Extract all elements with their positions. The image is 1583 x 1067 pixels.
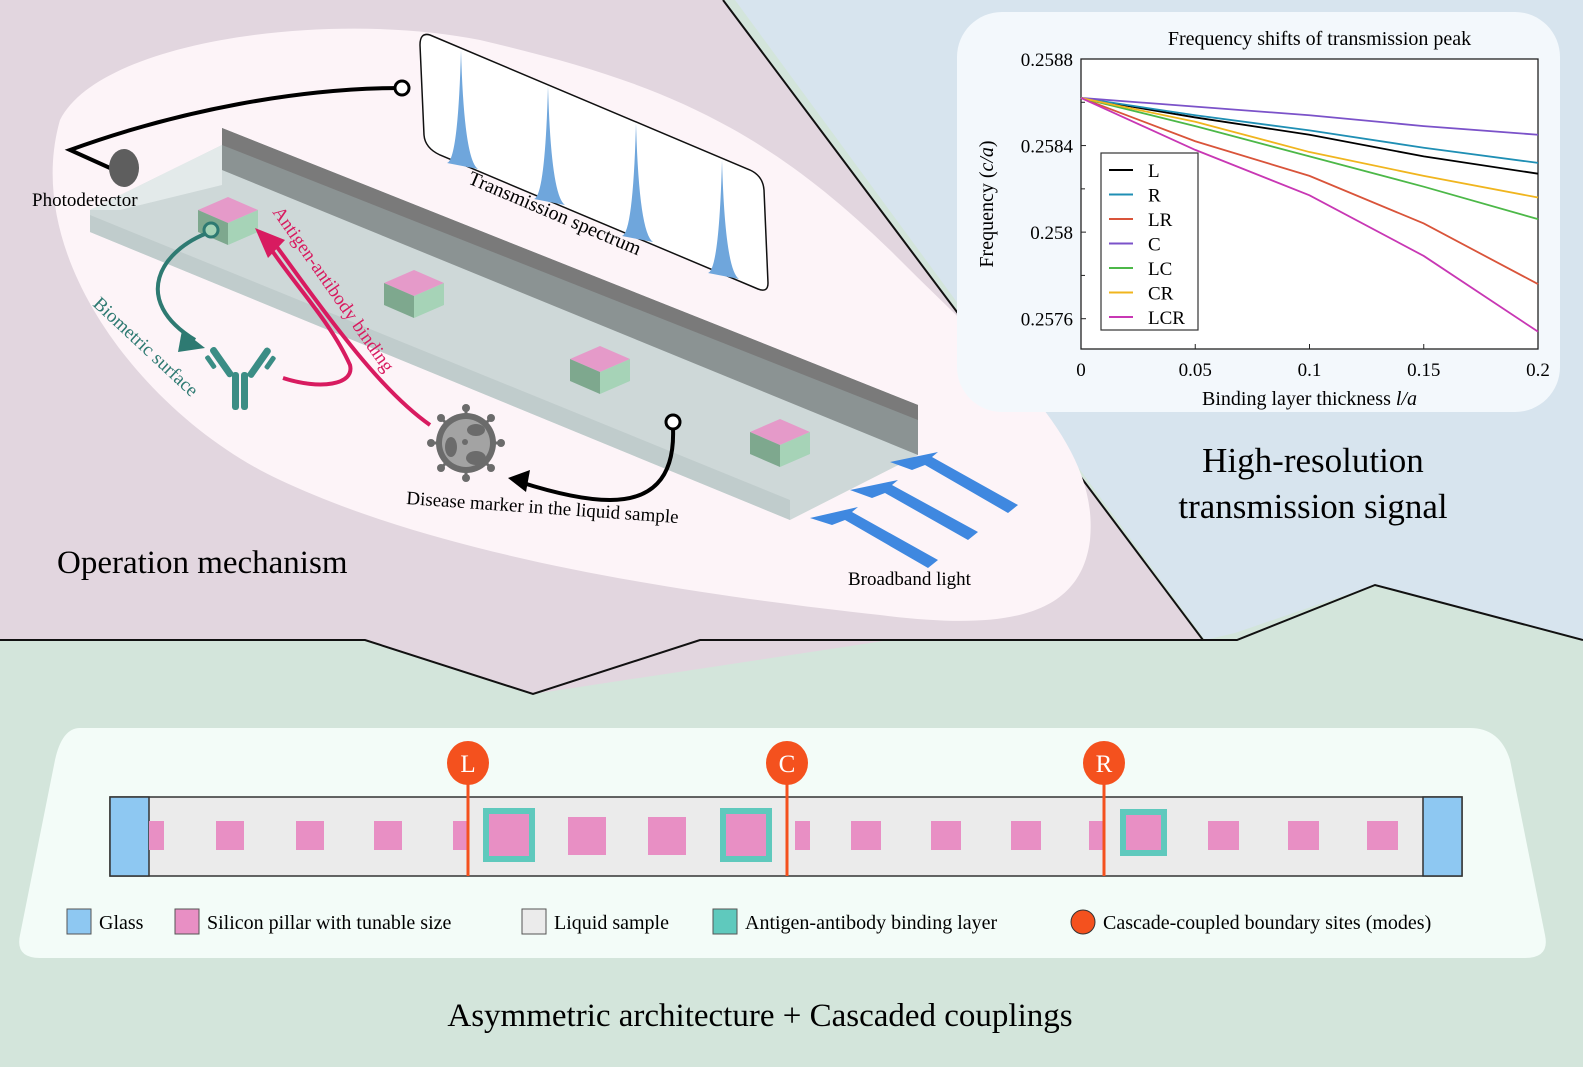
series-line-R bbox=[1080, 97, 1539, 164]
legend-swatch bbox=[712, 908, 738, 935]
silicon-pillar bbox=[216, 821, 244, 850]
series-line-LC bbox=[1080, 97, 1539, 221]
spectrum-peak bbox=[708, 160, 739, 279]
legend-label-CR: CR bbox=[1148, 284, 1174, 305]
y-tick-label: 0.2584 bbox=[1021, 137, 1074, 158]
y-tick-label: 0.258 bbox=[1030, 223, 1073, 244]
pillar-cube bbox=[570, 346, 630, 394]
silicon-pillar bbox=[726, 814, 766, 856]
legend-label-R: R bbox=[1148, 186, 1161, 207]
binding-arrow bbox=[270, 238, 432, 427]
series-line-C bbox=[1080, 97, 1539, 136]
legend-label-LCR: LCR bbox=[1148, 308, 1185, 329]
silicon-pillar bbox=[931, 821, 961, 850]
site-marker-C bbox=[766, 741, 808, 785]
signal-panel-title-line1: High-resolution bbox=[1202, 441, 1424, 480]
silicon-pillar bbox=[648, 817, 686, 855]
pillar-cube bbox=[750, 419, 810, 467]
site-marker-L bbox=[447, 741, 489, 785]
silicon-pillar bbox=[1208, 821, 1239, 850]
broadband-light-icon bbox=[810, 452, 1018, 568]
y-axis-label: Frequency (c/a) bbox=[976, 140, 998, 267]
architecture-legend: Glass Silicon pillar with tunable size Liq… bbox=[66, 908, 1431, 935]
site-label-R: R bbox=[1096, 751, 1113, 778]
spectrum-peak bbox=[447, 50, 478, 169]
silicon-pillar bbox=[453, 821, 468, 850]
legend-label-LR: LR bbox=[1148, 210, 1173, 231]
legend-label-LC: LC bbox=[1148, 259, 1172, 280]
silicon-pillar bbox=[1367, 821, 1398, 850]
photodetector-icon bbox=[109, 149, 139, 187]
x-tick-label: 0 bbox=[1076, 360, 1086, 381]
x-axis-label: Binding layer thickness l/a bbox=[1202, 388, 1417, 410]
silicon-pillar bbox=[489, 814, 529, 856]
architecture-panel-title: Asymmetric architecture + Cascaded coupl… bbox=[447, 998, 1072, 1034]
spectrum-peak bbox=[622, 123, 653, 242]
spectrum-peak bbox=[534, 86, 565, 205]
silicon-pillar bbox=[149, 821, 164, 850]
legend-swatch bbox=[521, 908, 547, 935]
x-tick-label: 0.15 bbox=[1407, 360, 1440, 381]
binding-path bbox=[263, 238, 353, 387]
glass-left bbox=[109, 796, 150, 877]
glass-right bbox=[1422, 796, 1463, 877]
silicon-pillar bbox=[1089, 821, 1104, 850]
chart-title: Frequency shifts of transmission peak bbox=[1168, 28, 1471, 50]
silicon-pillar bbox=[1288, 821, 1319, 850]
y-tick-label: 0.2576 bbox=[1021, 310, 1073, 331]
silicon-pillar bbox=[1011, 821, 1041, 850]
biometric-arrowhead-icon bbox=[178, 330, 205, 352]
silicon-pillar bbox=[568, 817, 606, 855]
silicon-pillar bbox=[851, 821, 881, 850]
series-line-LR bbox=[1080, 97, 1539, 285]
legend-label-C: C bbox=[1148, 235, 1161, 256]
signal-panel-title-line2: transmission signal bbox=[1178, 487, 1448, 526]
chart-legend bbox=[1100, 152, 1199, 331]
x-tick-label: 0.2 bbox=[1526, 360, 1550, 381]
wire-terminal-icon bbox=[393, 79, 411, 97]
operation-panel-border bbox=[0, 0, 1205, 696]
x-tick-label: 0.1 bbox=[1298, 360, 1322, 381]
broadband-light-label: Broadband light bbox=[848, 569, 972, 590]
legend-swatch bbox=[174, 908, 200, 935]
legend-label-L: L bbox=[1148, 161, 1160, 182]
site-label-C: C bbox=[779, 751, 796, 778]
detector-wire bbox=[64, 86, 403, 170]
legend-swatch-site bbox=[1070, 909, 1096, 935]
legend-label: Antigen-antibody binding layer bbox=[745, 912, 998, 934]
biometric-arrow bbox=[155, 230, 211, 342]
legend-label: Glass bbox=[99, 912, 144, 934]
antibody-icon bbox=[205, 346, 276, 410]
sample-arrowhead-icon bbox=[508, 470, 530, 492]
sample-arrow bbox=[519, 427, 676, 503]
silicon-pillar bbox=[795, 821, 810, 850]
legend-label: Cascade-coupled boundary sites (modes) bbox=[1103, 912, 1431, 934]
legend-label: Silicon pillar with tunable size bbox=[207, 912, 452, 934]
site-marker-R bbox=[1083, 741, 1125, 785]
legend-swatch bbox=[66, 908, 92, 935]
virus-icon bbox=[427, 404, 505, 482]
waveguide-slab bbox=[90, 145, 918, 520]
frequency-shift-chart: Frequency shifts of transmission peak 0 0.… bbox=[976, 28, 1550, 410]
series-line-LCR bbox=[1080, 97, 1539, 333]
y-tick-label: 0.2588 bbox=[1021, 50, 1073, 71]
series-line-CR bbox=[1080, 97, 1539, 199]
silicon-pillar bbox=[1126, 815, 1161, 850]
series-line-L bbox=[1080, 97, 1539, 175]
operation-panel-title: Operation mechanism bbox=[57, 545, 348, 581]
photodetector-label: Photodetector bbox=[32, 190, 138, 211]
silicon-pillar bbox=[374, 821, 402, 850]
site-label-L: L bbox=[460, 751, 475, 778]
pillar-cube bbox=[198, 197, 258, 245]
binding-arrowhead-icon bbox=[255, 228, 285, 258]
x-tick-label: 0.05 bbox=[1179, 360, 1212, 381]
signal-panel-border bbox=[1203, 583, 1583, 641]
silicon-pillar bbox=[296, 821, 324, 850]
pillar-cube bbox=[384, 270, 444, 318]
legend-label: Liquid sample bbox=[554, 912, 669, 934]
